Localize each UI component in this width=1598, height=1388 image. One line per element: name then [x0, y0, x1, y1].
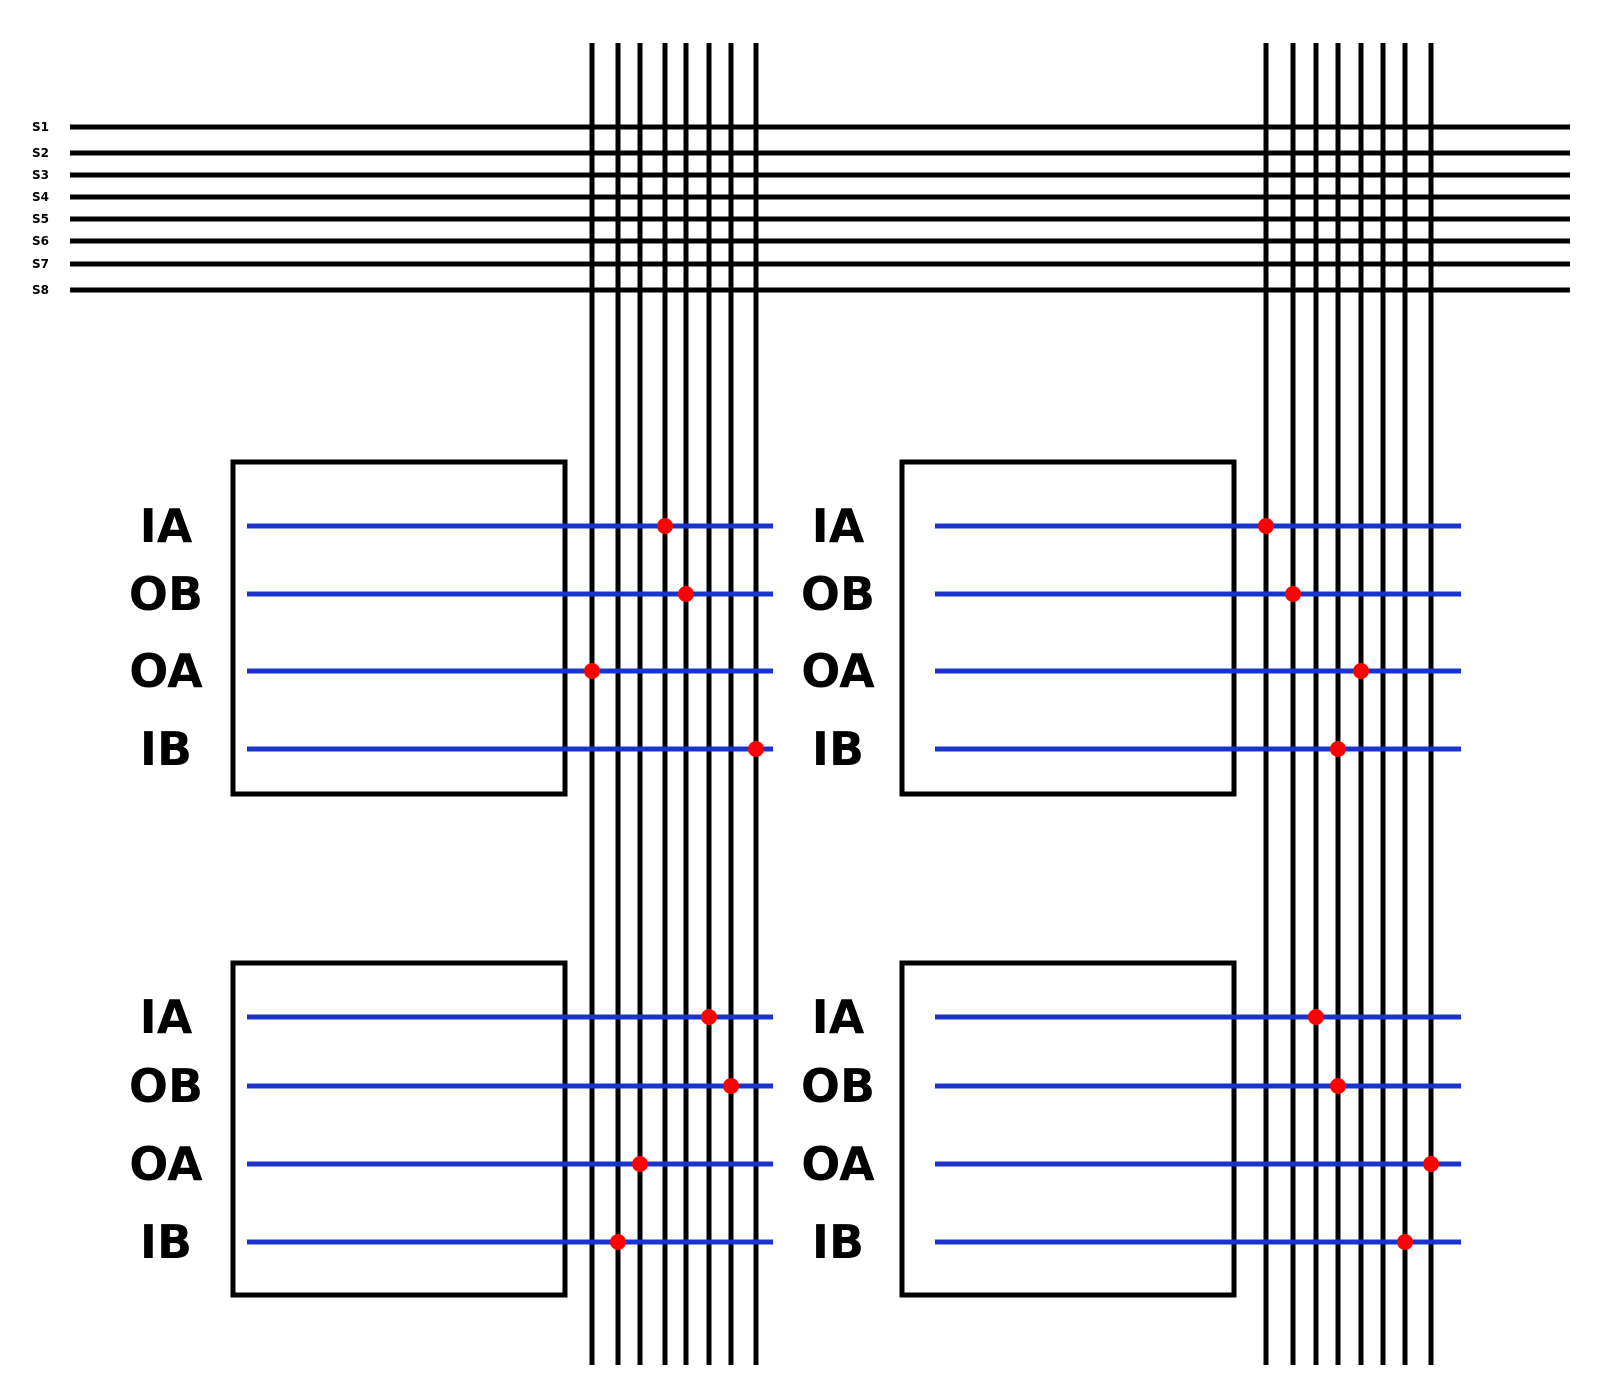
- port-label-oa: OA: [801, 644, 875, 698]
- port-label-ob: OB: [801, 567, 875, 621]
- connection-dot: [748, 741, 764, 757]
- port-label-ob: OB: [129, 1059, 203, 1113]
- connection-dot: [657, 518, 673, 534]
- port-label-ia: IA: [812, 499, 865, 553]
- module-box: [230, 960, 568, 1298]
- connection-dot: [1423, 1156, 1439, 1172]
- connection-dot: [632, 1156, 648, 1172]
- vertical-bus-lines: [589, 43, 1434, 1365]
- horizontal-bus-lines: [70, 124, 1570, 293]
- port-label-ia: IA: [812, 990, 865, 1044]
- port-label-ib: IB: [140, 722, 192, 776]
- connection-dot: [584, 663, 600, 679]
- connection-dot: [1308, 1009, 1324, 1025]
- connection-dot: [610, 1234, 626, 1250]
- port-label-oa: OA: [801, 1137, 875, 1191]
- port-label-ib: IB: [812, 722, 864, 776]
- connection-dot: [723, 1078, 739, 1094]
- bus-label-s1: S1: [32, 120, 49, 134]
- connection-dot: [1397, 1234, 1413, 1250]
- connection-dot: [678, 586, 694, 602]
- connection-dot: [701, 1009, 717, 1025]
- bus-label-s2: S2: [32, 146, 49, 160]
- connection-dot: [1258, 518, 1274, 534]
- modules: IA OB OA IB IA OB OA IB IA OB OA IB IA OB OA IB: [129, 459, 1461, 1298]
- port-label-ob: OB: [129, 567, 203, 621]
- module-box: [899, 459, 1237, 797]
- connection-dot: [1330, 1078, 1346, 1094]
- bus-label-s6: S6: [32, 234, 49, 248]
- port-label-ia: IA: [140, 499, 193, 553]
- port-label-ib: IB: [140, 1215, 192, 1269]
- bus-label-s5: S5: [32, 212, 49, 226]
- bus-label-s4: S4: [32, 190, 49, 204]
- bus-label-s8: S8: [32, 283, 49, 297]
- port-label-oa: OA: [129, 644, 203, 698]
- connection-dot: [1353, 663, 1369, 679]
- module-bottom-left: IA OB OA IB: [129, 960, 773, 1298]
- connection-dots: [584, 518, 1439, 1250]
- bus-label-s3: S3: [32, 168, 49, 182]
- module-bottom-right: IA OB OA IB: [801, 960, 1461, 1298]
- connection-dot: [1330, 741, 1346, 757]
- module-box: [899, 960, 1237, 1298]
- port-label-ib: IB: [812, 1215, 864, 1269]
- bus-label-s7: S7: [32, 257, 49, 271]
- port-label-oa: OA: [129, 1137, 203, 1191]
- port-label-ob: OB: [801, 1059, 875, 1113]
- module-top-right: IA OB OA IB: [801, 459, 1461, 797]
- module-top-left: IA OB OA IB: [129, 459, 773, 797]
- port-label-ia: IA: [140, 990, 193, 1044]
- module-box: [230, 459, 568, 797]
- connection-dot: [1285, 586, 1301, 602]
